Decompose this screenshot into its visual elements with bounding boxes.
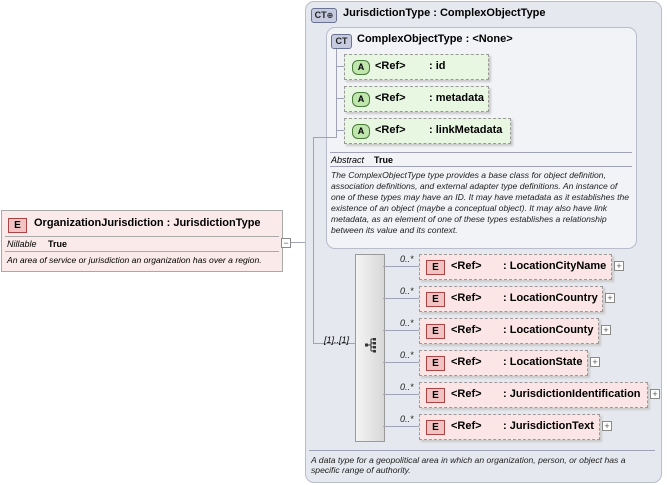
element-cardinality: 0..* bbox=[400, 382, 414, 392]
sequence-cardinality: [1]..[1] bbox=[324, 335, 350, 345]
sequence-box bbox=[355, 254, 385, 442]
element-ref: <Ref> bbox=[451, 324, 482, 336]
divider bbox=[309, 450, 655, 451]
type-connector-top bbox=[313, 137, 337, 138]
element-name: : LocationCountry bbox=[503, 292, 598, 304]
element-icon: E bbox=[426, 292, 445, 307]
type-connector bbox=[313, 137, 314, 343]
attribute-icon: A bbox=[352, 124, 370, 139]
element-name: : LocationCounty bbox=[503, 324, 594, 336]
nillable-value: True bbox=[48, 239, 68, 249]
element-icon: E bbox=[426, 324, 445, 339]
element-ref: <Ref> bbox=[451, 388, 482, 400]
element-connector bbox=[383, 362, 419, 363]
root-element-title: OrganizationJurisdiction : JurisdictionT… bbox=[34, 217, 261, 229]
plus-icon[interactable]: + bbox=[601, 325, 611, 335]
nillable-label: Nillable bbox=[7, 239, 37, 249]
element-connector bbox=[383, 298, 419, 299]
element-name: : JurisdictionIdentification bbox=[503, 388, 641, 400]
element-icon: E bbox=[426, 260, 445, 275]
element-ref: <Ref> bbox=[451, 356, 482, 368]
plus-icon[interactable]: + bbox=[602, 421, 612, 431]
abstract-value: True bbox=[374, 155, 394, 165]
attribute-id[interactable]: A <Ref> : id bbox=[344, 54, 489, 80]
element-icon: E bbox=[426, 420, 445, 435]
element-location-state[interactable]: E <Ref> : LocationState bbox=[419, 350, 588, 376]
element-icon: E bbox=[426, 356, 445, 371]
element-jurisdiction-text[interactable]: E <Ref> : JurisdictionText bbox=[419, 414, 600, 440]
complex-type-badge: CT⊕ bbox=[311, 8, 337, 23]
element-ref: <Ref> bbox=[451, 292, 482, 304]
plus-icon[interactable]: + bbox=[614, 261, 624, 271]
attribute-name: : metadata bbox=[429, 92, 485, 104]
plus-icon[interactable]: + bbox=[605, 293, 615, 303]
sequence-icon bbox=[364, 337, 380, 353]
attribute-name: : id bbox=[429, 60, 446, 72]
divider bbox=[5, 236, 279, 237]
type-description: A data type for a geopolitical area in w… bbox=[311, 455, 626, 475]
root-connector bbox=[291, 242, 305, 243]
element-name: : LocationCityName bbox=[503, 260, 607, 272]
plus-icon[interactable]: + bbox=[650, 389, 660, 399]
attribute-connector-1 bbox=[336, 66, 344, 67]
element-icon: E bbox=[8, 218, 27, 233]
element-connector bbox=[383, 266, 419, 267]
element-cardinality: 0..* bbox=[400, 254, 414, 264]
element-ref: <Ref> bbox=[451, 260, 482, 272]
attribute-name: : linkMetadata bbox=[429, 124, 503, 136]
attribute-metadata[interactable]: A <Ref> : metadata bbox=[344, 86, 489, 112]
base-type-description: The ComplexObjectType type provides a ba… bbox=[331, 170, 630, 235]
divider bbox=[330, 152, 632, 153]
element-cardinality: 0..* bbox=[400, 318, 414, 328]
element-location-city-name[interactable]: E <Ref> : LocationCityName bbox=[419, 254, 612, 280]
element-connector bbox=[383, 394, 419, 395]
element-name: : JurisdictionText bbox=[503, 420, 594, 432]
abstract-label: Abstract bbox=[331, 155, 365, 165]
base-type-title: ComplexObjectType : <None> bbox=[357, 33, 513, 45]
attribute-ref: <Ref> bbox=[375, 92, 406, 104]
element-cardinality: 0..* bbox=[400, 350, 414, 360]
divider bbox=[330, 166, 632, 167]
attribute-icon: A bbox=[352, 92, 370, 107]
attribute-ref: <Ref> bbox=[375, 124, 406, 136]
complex-type-title: JurisdictionType : ComplexObjectType bbox=[343, 7, 546, 19]
element-connector bbox=[383, 330, 419, 331]
attribute-connector-3 bbox=[336, 130, 344, 131]
attribute-link-metadata[interactable]: A <Ref> : linkMetadata bbox=[344, 118, 511, 144]
attribute-connector-2 bbox=[336, 98, 344, 99]
element-ref: <Ref> bbox=[451, 420, 482, 432]
minus-icon[interactable]: − bbox=[281, 238, 291, 248]
element-cardinality: 0..* bbox=[400, 286, 414, 296]
attribute-ref: <Ref> bbox=[375, 60, 406, 72]
root-element[interactable]: E OrganizationJurisdiction : Jurisdictio… bbox=[1, 210, 283, 272]
element-icon: E bbox=[426, 388, 445, 403]
base-type-badge: CT bbox=[331, 34, 352, 49]
root-element-description: An area of service or jurisdiction an or… bbox=[7, 255, 262, 265]
attribute-icon: A bbox=[352, 60, 370, 75]
divider bbox=[5, 251, 279, 252]
element-location-county[interactable]: E <Ref> : LocationCounty bbox=[419, 318, 599, 344]
element-connector bbox=[383, 426, 419, 427]
sequence-connector bbox=[313, 343, 355, 344]
plus-icon[interactable]: + bbox=[590, 357, 600, 367]
element-name: : LocationState bbox=[503, 356, 583, 368]
element-jurisdiction-identification[interactable]: E <Ref> : JurisdictionIdentification bbox=[419, 382, 648, 408]
element-location-country[interactable]: E <Ref> : LocationCountry bbox=[419, 286, 603, 312]
element-cardinality: 0..* bbox=[400, 414, 414, 424]
attribute-connector bbox=[336, 49, 337, 137]
